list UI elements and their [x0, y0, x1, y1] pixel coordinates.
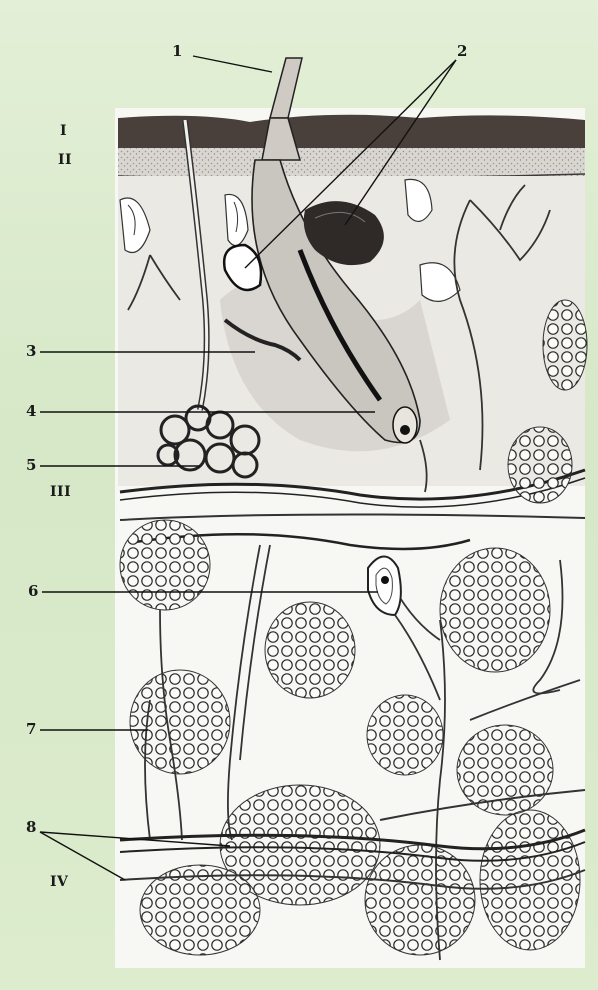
label-3: 3	[26, 344, 36, 359]
layer-label-III: III	[50, 485, 71, 500]
label-8: 8	[26, 820, 36, 835]
label-7: 7	[26, 722, 36, 737]
layer-label-II: II	[58, 153, 72, 168]
layer-label-I: I	[60, 124, 67, 139]
label-2: 2	[457, 44, 467, 59]
label-4: 4	[26, 404, 36, 419]
label-5: 5	[26, 458, 36, 473]
layer-label-IV: IV	[50, 875, 68, 890]
lamellar-corpuscle	[368, 557, 440, 701]
label-6: 6	[28, 584, 38, 599]
label-1: 1	[172, 44, 182, 59]
